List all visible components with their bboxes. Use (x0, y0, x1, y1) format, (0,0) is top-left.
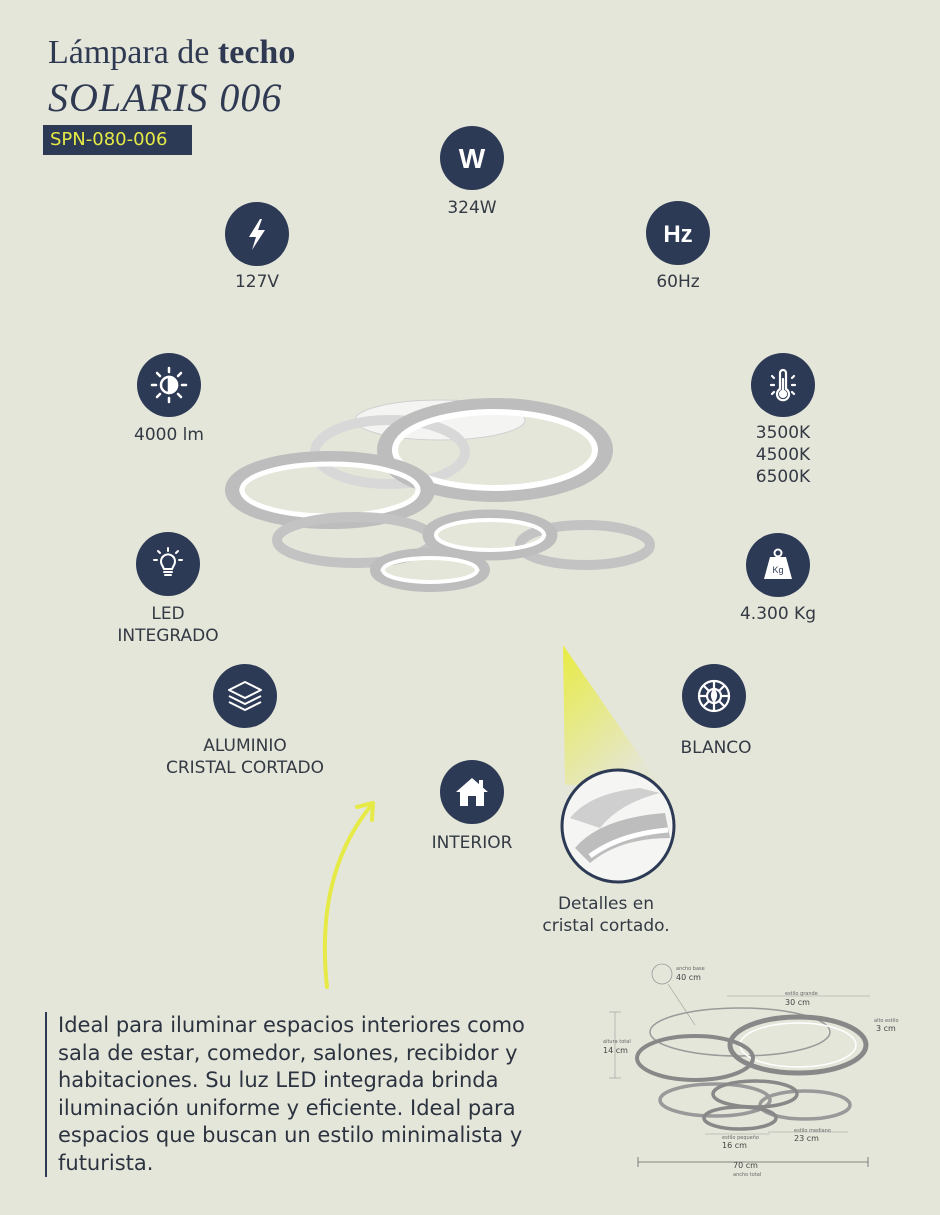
page-title: Lámpara de techo (48, 34, 295, 72)
dim-medium-label: estilo mediano (794, 1128, 831, 1134)
dimensions-diagram (609, 963, 870, 1167)
material-label-1: ALUMINIO (203, 736, 287, 756)
dim-total-value: 70 cm (733, 1161, 758, 1170)
svg-text:W: W (459, 143, 486, 174)
detail-caption-1: Detalles en (557, 894, 655, 914)
product-description: Ideal para iluminar espacios interiores … (45, 1012, 558, 1177)
weight-label: 4.300 Kg (739, 604, 816, 624)
dim-height-label: altura total (603, 1039, 631, 1045)
palette-icon (682, 664, 746, 728)
bulb-icon (136, 532, 200, 596)
sku-badge: SPN-080-006 (43, 125, 192, 155)
dim-medium-value: 23 cm (794, 1134, 819, 1143)
dim-large-label: estilo grande (785, 991, 818, 997)
dim-base-label: ancho base (676, 966, 705, 972)
led-label-2: INTEGRADO (117, 626, 219, 646)
arrow-icon (322, 801, 375, 989)
detail-zoom-image (560, 768, 676, 884)
dim-small-value: 16 cm (722, 1141, 747, 1150)
voltage-label: 127V (234, 272, 280, 292)
color-label: BLANCO (680, 738, 752, 758)
temperature-1: 3500K (755, 423, 811, 443)
layers-icon (213, 664, 277, 728)
lightning-icon (225, 202, 289, 266)
temperature-2: 4500K (755, 445, 811, 465)
dim-style-height-label: alto estilo (874, 1018, 899, 1024)
led-label-1: LED (151, 604, 185, 624)
hz-icon: Hz (646, 201, 710, 265)
brightness-icon (137, 353, 201, 417)
house-icon (440, 760, 504, 824)
title-prefix: Lámpara de (48, 34, 218, 71)
dim-base-value: 40 cm (676, 973, 701, 982)
dim-style-height-value: 3 cm (876, 1024, 896, 1033)
temperature-3: 6500K (755, 467, 811, 487)
lumens-label: 4000 lm (134, 425, 204, 445)
dim-height-value: 14 cm (603, 1046, 628, 1055)
model-name: SOLARIS 006 (48, 75, 283, 120)
dim-small-label: estilo pequeño (722, 1135, 759, 1141)
material-label-2: CRISTAL CORTADO (165, 758, 325, 778)
thermometer-icon (751, 353, 815, 417)
w-letter-icon: W (440, 126, 504, 190)
light-beam (563, 645, 660, 785)
use-label: INTERIOR (431, 833, 513, 853)
lamp-product-image (225, 398, 655, 592)
power-label: 324W (447, 198, 497, 218)
svg-text:Hz: Hz (663, 221, 692, 248)
frequency-label: 60Hz (656, 272, 700, 292)
dim-total-label: ancho total (733, 1172, 762, 1178)
weight-icon: Kg (746, 533, 810, 597)
weight-badge: Kg (772, 565, 783, 575)
title-bold: techo (217, 34, 296, 71)
dim-large-value: 30 cm (785, 998, 810, 1007)
detail-caption-2: cristal cortado. (542, 916, 670, 936)
